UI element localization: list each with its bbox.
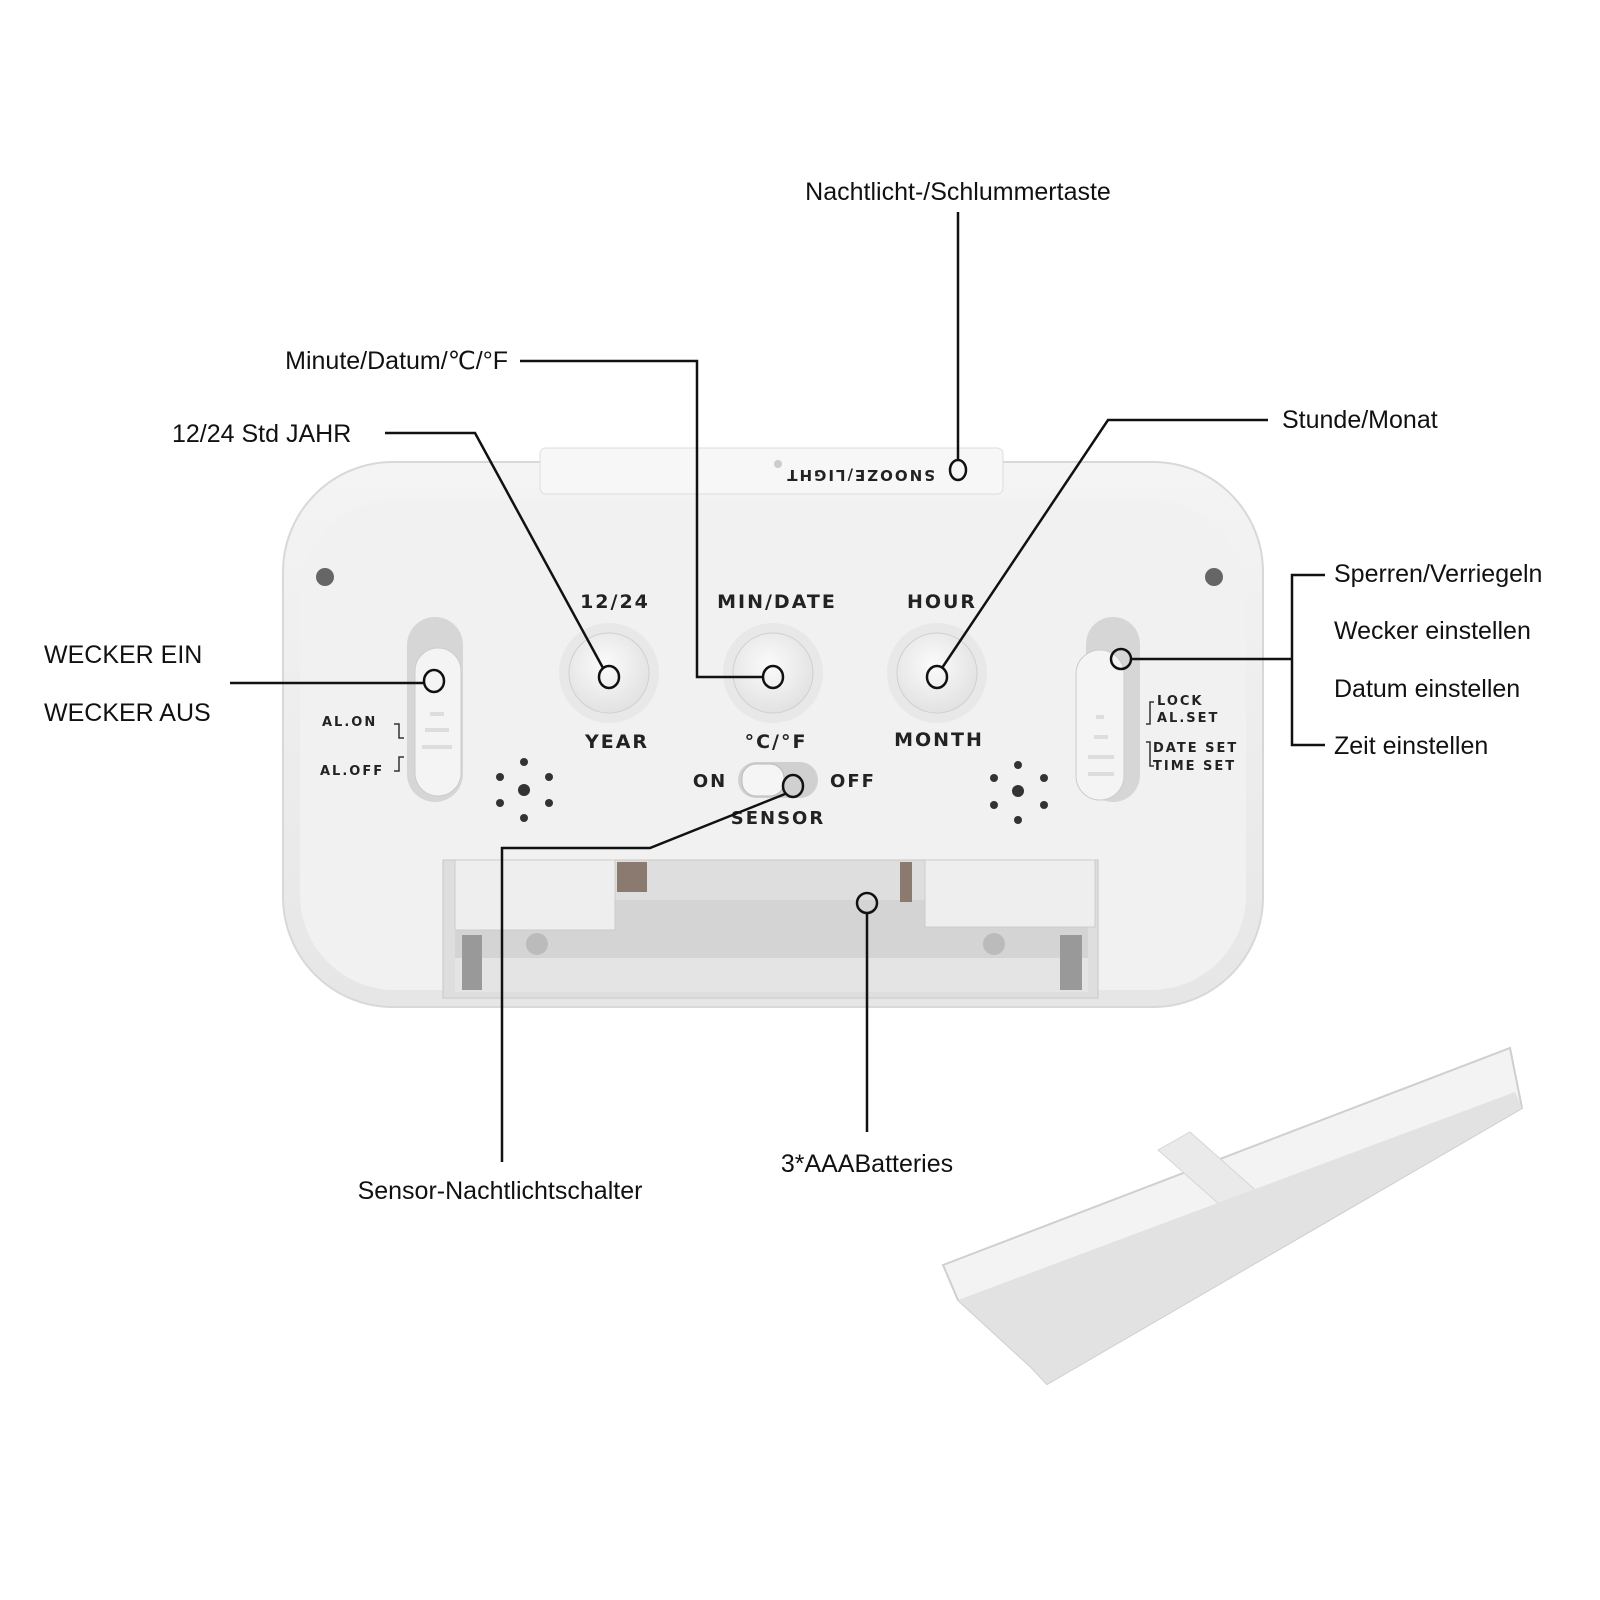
alarm-switch[interactable]	[407, 617, 463, 802]
callout-sensor: Sensor-Nachtlichtschalter	[358, 1177, 643, 1205]
button-hour-month[interactable]	[887, 623, 987, 723]
callout-date-set: Datum einstellen	[1334, 675, 1520, 703]
label-sensor-on: ON	[693, 771, 727, 792]
label-al-on: AL.ON	[322, 715, 377, 730]
label-month: MONTH	[894, 729, 984, 751]
mounting-hole-left	[316, 568, 334, 586]
speaker-grille-right	[990, 761, 1048, 824]
battery-cover	[941, 1046, 1524, 1386]
al-bracket	[394, 723, 404, 772]
callout-time-set: Zeit einstellen	[1334, 732, 1488, 760]
mode-bracket	[1146, 701, 1154, 767]
callout-hour-month: Stunde/Monat	[1282, 406, 1438, 434]
label-c-f: °C/°F	[745, 731, 808, 753]
callout-batteries: 3*AAABatteries	[781, 1150, 953, 1178]
button-12-24-year[interactable]	[559, 623, 659, 723]
callout-minute-date: Minute/Datum/℃/°F	[285, 347, 508, 375]
sensor-switch[interactable]	[738, 762, 818, 798]
label-year: YEAR	[584, 731, 649, 753]
callout-lock: Sperren/Verriegeln	[1334, 560, 1542, 588]
button-min-date[interactable]	[723, 623, 823, 723]
label-date-set: DATE SET	[1153, 741, 1238, 756]
label-12-24: 12/24	[580, 591, 650, 613]
label-time-set: TIME SET	[1153, 759, 1236, 774]
label-lock: LOCK	[1157, 694, 1204, 709]
label-sensor-off: OFF	[830, 771, 876, 792]
label-sensor: SENSOR	[731, 808, 825, 829]
mounting-hole-right	[1205, 568, 1223, 586]
callout-markers	[422, 458, 1133, 915]
label-min-date: MIN/DATE	[717, 591, 837, 613]
snooze-light-text: SNOOZE/LIGHT	[785, 466, 935, 484]
label-al-set: AL.SET	[1157, 711, 1219, 726]
callout-lines	[230, 212, 1325, 1162]
label-hour: HOUR	[907, 591, 977, 613]
snooze-light-button: SNOOZE/LIGHT	[539, 447, 1004, 495]
callout-alarm-on: WECKER EIN	[44, 641, 202, 669]
speaker-grille-left	[496, 758, 553, 822]
callout-alarm-off: WECKER AUS	[44, 699, 211, 727]
callout-12-24-year: 12/24 Std JAHR	[172, 420, 351, 448]
battery-compartment	[442, 859, 1099, 999]
callout-alarm-set: Wecker einstellen	[1334, 617, 1531, 645]
callout-snooze: Nachtlicht-/Schlummertaste	[805, 178, 1111, 206]
label-al-off: AL.OFF	[320, 764, 384, 779]
mode-switch[interactable]	[1075, 617, 1140, 802]
